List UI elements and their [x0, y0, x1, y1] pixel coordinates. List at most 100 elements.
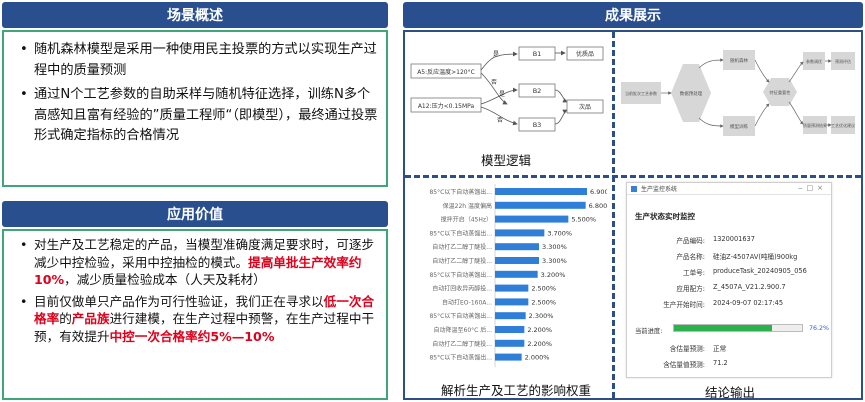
tree-sub-node: [566, 99, 604, 114]
progress-fill: [674, 325, 772, 331]
product-code-row: 产品编码: 1320001637: [627, 235, 755, 245]
scene-bullet-list: 随机森林模型是采用一种使用民主投票的方式以实现生产过程中的质量预测 通过N个工艺…: [4, 32, 386, 147]
start-time-label: 生产开始时间:: [663, 301, 705, 309]
product-code-label: 产品编码:: [676, 237, 705, 245]
tree-node-b2: [518, 83, 556, 98]
chart-value-label: 3.300%: [542, 257, 567, 265]
window-controls-icon[interactable]: ‒□×: [798, 184, 827, 192]
flow-label-5: 特征重要性: [770, 89, 791, 96]
chart-bar: [495, 215, 569, 223]
value-bullet-1-text: 对生产及工艺稳定的产品，当模型准确度满足要求时，可逐步减少中控检验，采用中控抽检…: [34, 237, 375, 270]
monitor-heading: 生产状态实时监控: [635, 212, 695, 221]
value-bullet-list: 对生产及工艺稳定的产品，当模型准确度满足要求时，可逐步减少中控检验，采用中控抽检…: [4, 231, 386, 345]
value-bullet-2: 目前仅做单只产品作为可行性验证，我们正在寻求以低一次合格率的产品族进行建模，在生…: [20, 293, 378, 346]
chart-category-label: 自动打乙二醇丁醚投...: [432, 257, 492, 265]
value-bullet-1: 对生产及工艺稳定的产品，当模型准确度满足要求时，可逐步减少中控检验，采用中控抽检…: [20, 236, 378, 289]
production-monitor-window: 生产监控系统 ‒□× 生产状态实时监控 产品编码: 1320001637 产品名…: [626, 182, 832, 378]
results-header: 成果展示: [403, 2, 863, 28]
results-panel: A5:反应温度>120°C A12:压力<0.15MPa 是 否 是 否 B1 …: [403, 30, 863, 400]
chart-category-label: 保温22h 温度偏高: [443, 202, 492, 210]
tree-no-1: 否: [491, 79, 497, 86]
model-logic-caption: 模型逻辑: [481, 153, 532, 168]
chart-bar: [495, 339, 525, 347]
flow-node-7: [831, 52, 855, 70]
chart-bar: [495, 284, 529, 292]
chart-value-label: 2.000%: [525, 354, 550, 362]
chart-bar: [495, 188, 587, 195]
chart-value-label: 2.300%: [529, 312, 554, 320]
chart-bar: [495, 257, 539, 264]
value-bullet-1-tail: ，减少质量检验成本（人天及耗材）: [64, 272, 266, 287]
scene-bullet-1: 随机森林模型是采用一种使用民主投票的方式以实现生产过程中的质量预测: [20, 40, 378, 81]
results-horizontal-divider: [405, 175, 861, 178]
chart-category-label: 搅拌开启（45Hz）: [441, 216, 492, 224]
chart-category-label: 85°C以下自动蒸馏出...: [429, 188, 492, 196]
tree-node-b3: [518, 117, 556, 132]
low-pass-rate-highlight: 低一次合格率: [34, 293, 375, 327]
start-time-value: 2024-09-07 02:17:45: [713, 299, 784, 307]
tree-yes-1: 是: [493, 51, 499, 58]
tree-good-node: [566, 46, 604, 61]
flow-label-3: 随机森林: [730, 57, 748, 64]
tree-node-b1: [518, 46, 556, 61]
chart-category-label: 自动打乙二醇丁醚投...: [432, 340, 492, 348]
chart-category-label: 自动打乙二醇丁醚投...: [432, 243, 492, 251]
chart-value-label: 3.200%: [541, 271, 566, 279]
tree-node-2: [410, 97, 482, 113]
decision-tree-diagram: A5:反应温度>120°C A12:压力<0.15MPa 是 否 是 否 B1 …: [410, 46, 604, 132]
progress-label: 当前进度:: [635, 328, 663, 335]
product-name-label: 产品名称:: [676, 253, 705, 261]
chart-bar: [495, 270, 538, 278]
chart-category-label: 85°C以下自动蒸馏出...: [429, 271, 492, 279]
prediction-2-label: 含估量值预测:: [663, 361, 705, 369]
chart-value-label: 2.500%: [531, 298, 556, 306]
flow-label-1: 当前批次工艺参数: [625, 90, 657, 96]
tree-cond-2: A12:压力<0.15MPa: [418, 102, 475, 110]
prediction-1-value: 正常: [713, 345, 727, 353]
pass-rate-gain-highlight: 中控一次合格率约5%—10%: [109, 328, 275, 344]
chart-value-label: 2.200%: [527, 340, 552, 348]
flow-node-1: [621, 82, 661, 104]
value-bullet-2-join: 的: [59, 311, 72, 326]
chart-value-label: 6.900%: [590, 188, 607, 196]
tree-cond-1: A5:反应温度>120°C: [417, 68, 475, 76]
chart-bar: [495, 353, 522, 361]
chart-category-label: 85°C以下自动蒸馏出...: [429, 312, 492, 320]
output-caption: 结论输出: [705, 385, 756, 400]
chart-bar: [495, 298, 529, 306]
chart-category-label: 85°C以下自动蒸馏出...: [429, 229, 492, 237]
tree-sub-label: 次品: [579, 103, 591, 111]
chart-value-label: 2.200%: [527, 326, 552, 334]
monitor-window-title: 生产监控系统: [641, 186, 678, 193]
flow-node-8: [803, 116, 827, 134]
recipe-label: 应用配方:: [676, 285, 705, 293]
flow-label-9: 工艺优化建议: [831, 122, 855, 128]
chart-value-label: 2.500%: [531, 285, 556, 293]
app-icon: [631, 186, 637, 192]
tree-no-2: 否: [497, 117, 503, 124]
work-order-row: 工单号: produceTask_20240905_056: [627, 267, 807, 277]
flow-node-5: [763, 78, 797, 106]
scene-overview-panel: 随机森林模型是采用一种使用民主投票的方式以实现生产过程中的质量预测 通过N个工艺…: [2, 30, 388, 187]
product-name-value: 硅油Z-4507AV(吨桶)900kg: [713, 253, 798, 261]
scene-bullet-2: 通过N个工艺参数的自助采样与随机特征选择，训练N多个高感知且富有经验的”质量工程…: [20, 85, 378, 147]
tree-good-label: 优质品: [576, 50, 594, 58]
application-value-header: 应用价值: [2, 201, 388, 227]
flow-node-4: [723, 116, 755, 136]
value-bullet-2-text: 目前仅做单只产品作为可行性验证，我们正在寻求以: [34, 293, 324, 309]
flow-node-2: [671, 64, 711, 122]
flow-node-3: [723, 50, 755, 70]
value-bullet-2-mid: 进行建模，在生产过程中预警，在生产过程中干预，有效提升: [34, 311, 375, 344]
scene-overview-header: 场景概述: [2, 2, 388, 28]
tree-root-node: [410, 63, 482, 79]
prediction-row-1: 含估量预测: 正常: [627, 343, 726, 353]
chart-bar: [495, 243, 539, 251]
monitor-title-bar: 生产监控系统 ‒□×: [627, 183, 831, 195]
scene-overview-title: 场景概述: [167, 8, 223, 24]
flow-label-6: 参数调优: [806, 58, 822, 64]
tree-b2-label: B2: [533, 87, 542, 95]
product-code-value: 1320001637: [713, 235, 755, 243]
chart-value-label: 6.800%: [589, 202, 607, 210]
recipe-row: 应用配方: Z_4507A_V21.2.900.7: [627, 283, 785, 293]
tree-yes-2: 是: [499, 91, 505, 98]
